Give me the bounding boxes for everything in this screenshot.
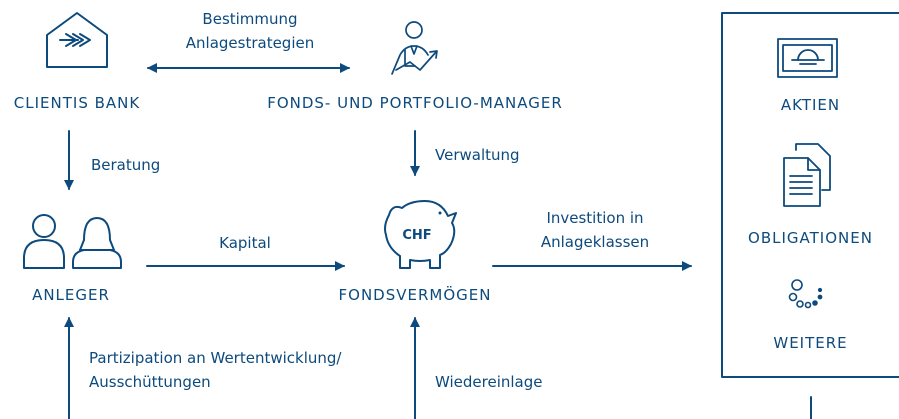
edge-reinvestment-label: Wiedereinlage bbox=[435, 373, 543, 391]
documents-icon bbox=[783, 143, 831, 207]
edge-administration-label: Verwaltung bbox=[435, 146, 520, 164]
edge-advice-label: Beratung bbox=[91, 156, 161, 174]
edge-strategy-label-line: Bestimmung bbox=[202, 10, 298, 28]
piggy-bank-icon bbox=[384, 200, 457, 269]
node-fund-label: FONDSVERMÖGEN bbox=[338, 286, 492, 304]
banknote-icon bbox=[777, 38, 838, 78]
edge-participation-label-line: Ausschüttungen bbox=[89, 373, 211, 391]
dots-circle-icon bbox=[788, 279, 823, 309]
piggy-bank-currency-label: CHF bbox=[402, 228, 431, 243]
node-investor-label: ANLEGER bbox=[32, 286, 110, 304]
asset-classes-box bbox=[721, 12, 899, 378]
asset-class-label: WEITERE bbox=[773, 334, 848, 352]
edge-participation-label-line: Partizipation an Wertentwicklung/ bbox=[89, 349, 342, 367]
node-manager-label: FONDS- UND PORTFOLIO-MANAGER bbox=[267, 94, 563, 112]
bank-house-icon bbox=[46, 12, 108, 68]
edge-investment-label-line: Anlageklassen bbox=[540, 233, 650, 251]
edge-capital-label: Kapital bbox=[219, 234, 271, 252]
portfolio-manager-icon bbox=[391, 21, 438, 75]
edge-investment-label-line: Investition in bbox=[546, 209, 644, 227]
node-bank-label: CLIENTIS BANK bbox=[13, 94, 141, 112]
edge-strategy-label-line: Anlagestrategien bbox=[185, 34, 315, 52]
investors-icon bbox=[23, 214, 122, 269]
asset-class-label: AKTIEN bbox=[780, 96, 841, 114]
asset-class-label: OBLIGATIONEN bbox=[748, 229, 873, 247]
